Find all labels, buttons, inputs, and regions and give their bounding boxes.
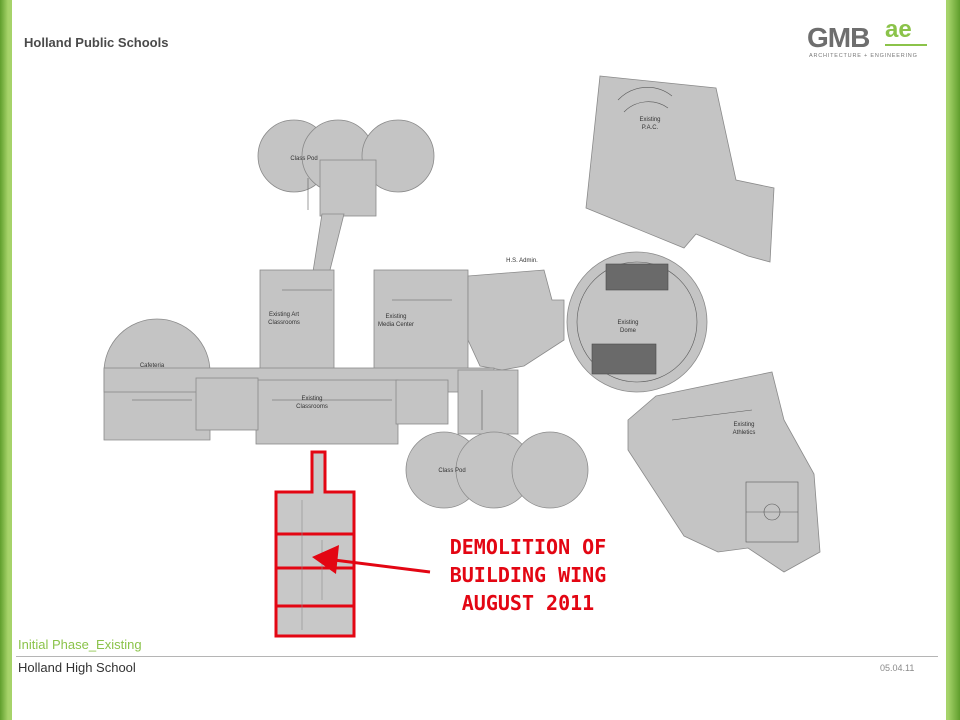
label-dome-line1: Existing: [617, 320, 638, 326]
media-center: [373, 269, 469, 375]
athletics: [627, 371, 821, 573]
label-cafeteria: Cafeteria: [140, 363, 165, 369]
footer-date: 05.04.11: [880, 663, 915, 673]
class-pod-north: [257, 119, 435, 217]
label-pac-line2: P.A.C.: [642, 125, 659, 131]
label-pac-line1: Existing: [639, 117, 660, 123]
label-class-pod-north: Class Pod: [290, 156, 317, 162]
logo-underline: [885, 44, 927, 46]
label-art-line1: Existing Art: [269, 312, 299, 318]
callout-line3: AUGUST 2011: [462, 591, 594, 615]
organization-title: Holland Public Schools: [24, 35, 169, 50]
corridor-north: [311, 213, 345, 279]
school-name: Holland High School: [18, 660, 136, 675]
demolition-arrow: [312, 545, 431, 574]
label-media-line2: Media Center: [378, 322, 414, 328]
company-logo: GMB ae ARCHITECTURE + ENGINEERING: [807, 16, 937, 64]
logo-tagline: ARCHITECTURE + ENGINEERING: [809, 53, 918, 59]
class-pod-south: [405, 369, 589, 509]
logo-accent: ae: [885, 16, 912, 43]
admin-area: [467, 269, 565, 371]
slide: Holland Public Schools GMB ae ARCHITECTU…: [12, 0, 946, 720]
existing-classrooms: [255, 379, 399, 445]
label-art-line2: Classrooms: [268, 320, 300, 326]
label-dome-line2: Dome: [620, 328, 637, 334]
callout-line2: BUILDING WING: [450, 563, 607, 587]
demolition-wing: [274, 450, 356, 638]
label-athletics-line1: Existing: [733, 422, 754, 428]
art-classrooms: [259, 269, 335, 373]
pac-building: [585, 75, 775, 263]
phase-title: Initial Phase_Existing: [18, 637, 142, 652]
label-classrooms-line1: Existing: [301, 396, 322, 402]
label-media-line1: Existing: [385, 314, 406, 320]
label-class-pod-south: Class Pod: [438, 468, 465, 474]
callout-line1: DEMOLITION OF: [450, 535, 607, 559]
footer-divider: [16, 656, 938, 657]
label-classrooms-line2: Classrooms: [296, 404, 328, 410]
floor-plan: Class Pod Existing P.A.C. H.S. Admin. Ex…: [103, 75, 821, 638]
logo-mark: GMB: [807, 22, 870, 53]
label-athletics-line2: Athletics: [733, 430, 756, 436]
label-hs-admin: H.S. Admin.: [506, 258, 538, 264]
